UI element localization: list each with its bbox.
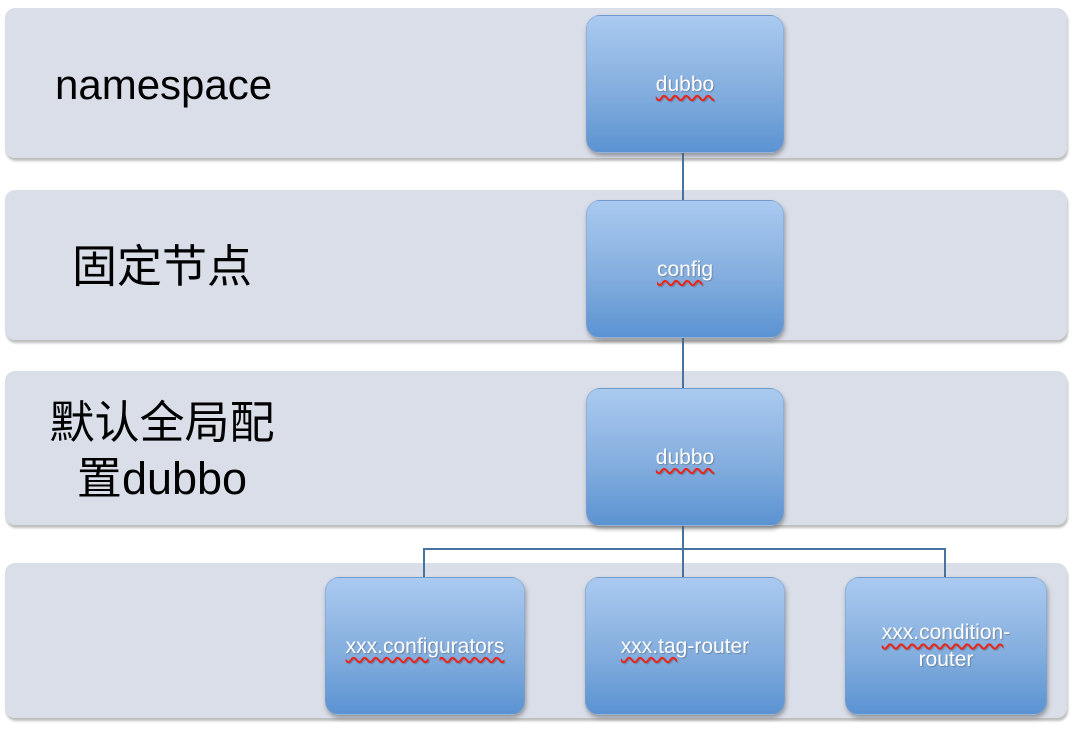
connector-root-to-config	[682, 152, 684, 200]
connector-config-to-dubbo	[682, 336, 684, 388]
node-condition-router: xxx.condition- router	[845, 577, 1047, 715]
node-condition-router-label: xxx.condition- router	[882, 619, 1010, 673]
connector-stub-condition-router	[944, 548, 946, 578]
node-config-label: config	[656, 257, 714, 281]
node-config: config	[586, 200, 784, 338]
connector-dubbo-to-children	[682, 524, 684, 578]
node-condition-router-hyphen: -	[1003, 621, 1011, 644]
band-label-fixed-node: 固定节点	[72, 242, 253, 292]
node-tag-router: xxx.tag-router	[585, 577, 785, 715]
band-label-default-global-config: 默认全局配 置dubbo	[28, 396, 296, 507]
node-dubbo-root-label: dubbo	[655, 72, 715, 96]
band-label-line1: 默认全局配	[49, 398, 275, 448]
node-condition-router-line2: router	[918, 648, 974, 671]
connector-children-horizontal	[423, 548, 946, 550]
band-label-line2: 置dubbo	[28, 451, 296, 507]
band-label-line2-latin: dubbo	[121, 453, 248, 504]
node-dubbo-global-label: dubbo	[655, 445, 715, 469]
band-label-line2-cjk: 置	[76, 454, 122, 504]
node-tag-router-label: xxx.tag-router	[621, 633, 749, 660]
connector-stub-configurators	[423, 548, 425, 578]
node-configurators: xxx.configurators	[325, 577, 525, 715]
node-condition-router-misspelled-part: xxx.condition	[881, 621, 1004, 644]
node-tag-router-misspelled-part: xxx.tag	[620, 634, 688, 658]
band-namespace	[5, 8, 1067, 158]
node-configurators-label: xxx.configurators	[345, 634, 505, 658]
node-dubbo-global: dubbo	[586, 388, 784, 526]
band-default-global-config	[5, 371, 1067, 525]
band-fixed-node	[5, 190, 1067, 340]
band-label-namespace: namespace	[55, 61, 273, 108]
node-tag-router-plain-part: -router	[687, 634, 750, 658]
node-dubbo-root: dubbo	[586, 15, 784, 153]
